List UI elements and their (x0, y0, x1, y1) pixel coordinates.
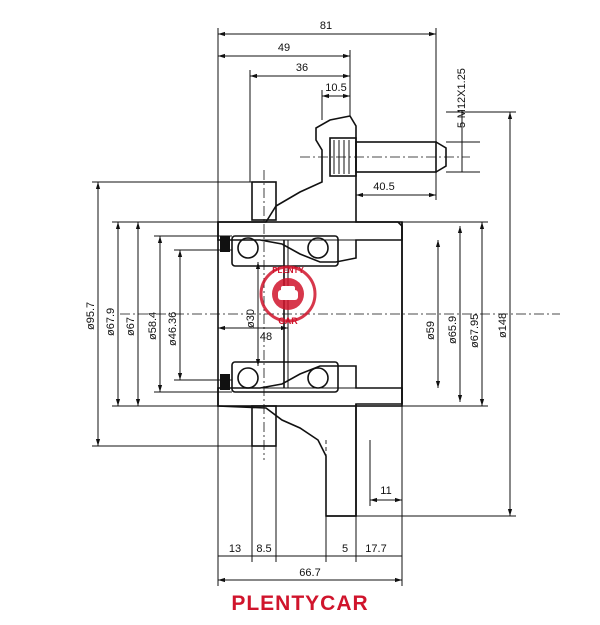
dim-dia-59: ø59 (425, 321, 437, 340)
dim-17-7: 17.7 (365, 543, 386, 555)
dim-dia-58-4: ø58.4 (147, 312, 159, 340)
dim-8-5: 8.5 (256, 543, 271, 555)
brand-name: PLENTYCAR (231, 592, 369, 615)
dim-dia-67: ø67 (125, 317, 137, 336)
dim-dia-67-95: ø67.95 (469, 314, 481, 348)
dim-dia-67-9: ø67.9 (105, 308, 117, 336)
lower-hub-section (217, 365, 403, 517)
dim-48: 48 (260, 331, 272, 343)
plentycar-watermark-logo: PLENTY CAR (259, 265, 317, 326)
dim-81: 81 (320, 20, 332, 32)
dim-36: 36 (296, 62, 308, 74)
watermark-text-top: PLENTY (272, 266, 304, 275)
dim-dia-46-36: ø46.36 (167, 312, 179, 346)
dim-11: 11 (380, 485, 391, 497)
dim-10-5: 10.5 (325, 82, 346, 94)
dim-49: 49 (278, 42, 290, 54)
dim-dia-30: ø30 (245, 309, 257, 328)
dimension-labels: 81 49 36 10.5 5-M12X1.25 40.5 ø95.7 ø67.… (85, 20, 509, 579)
dimension-lines (92, 28, 516, 586)
dim-5: 5 (342, 543, 348, 555)
dim-dia-148: ø148 (497, 313, 509, 338)
dim-thread: 5-M12X1.25 (456, 68, 468, 128)
dim-40-5: 40.5 (373, 181, 394, 193)
dim-dia-95-7: ø95.7 (85, 302, 97, 330)
dim-66-7: 66.7 (299, 567, 320, 579)
dim-dia-65-9: ø65.9 (447, 316, 459, 344)
watermark-text-bottom: CAR (278, 316, 298, 326)
dim-13: 13 (229, 543, 241, 555)
